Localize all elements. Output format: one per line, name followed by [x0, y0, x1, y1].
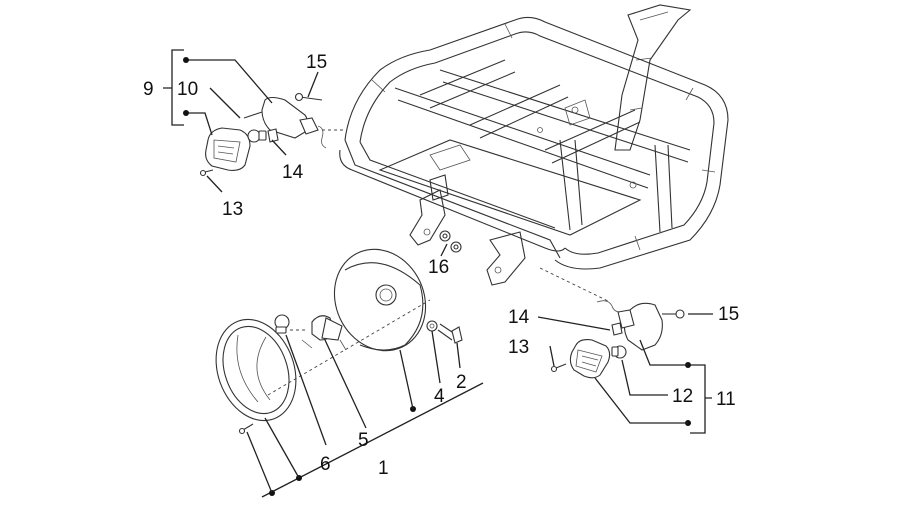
label-16: 16	[428, 257, 449, 278]
label-1: 1	[378, 458, 389, 479]
label-15-right: 15	[718, 304, 739, 325]
label-4: 4	[434, 386, 445, 407]
right-turn-signal	[539, 267, 685, 379]
nut-pair	[439, 230, 462, 253]
label-2: 2	[456, 372, 467, 393]
label-14-left: 14	[282, 162, 304, 183]
label-15-left: 15	[306, 52, 327, 73]
label-5: 5	[358, 430, 369, 451]
label-6: 6	[320, 454, 331, 475]
label-9: 9	[143, 79, 154, 100]
leader-lines	[163, 49, 713, 498]
label-13-right: 13	[508, 337, 529, 358]
label-12: 12	[672, 386, 693, 407]
front-rack	[339, 4, 729, 286]
label-11: 11	[716, 389, 736, 410]
label-14-right: 14	[508, 307, 530, 328]
label-13-left: 13	[222, 199, 243, 220]
headlight-assembly	[215, 248, 463, 435]
left-turn-signal	[199, 92, 345, 177]
part-labels: 9 10 15 14 13 16 14 15 13 12 11 4 2 5 6 …	[143, 52, 739, 479]
label-10: 10	[177, 79, 198, 100]
